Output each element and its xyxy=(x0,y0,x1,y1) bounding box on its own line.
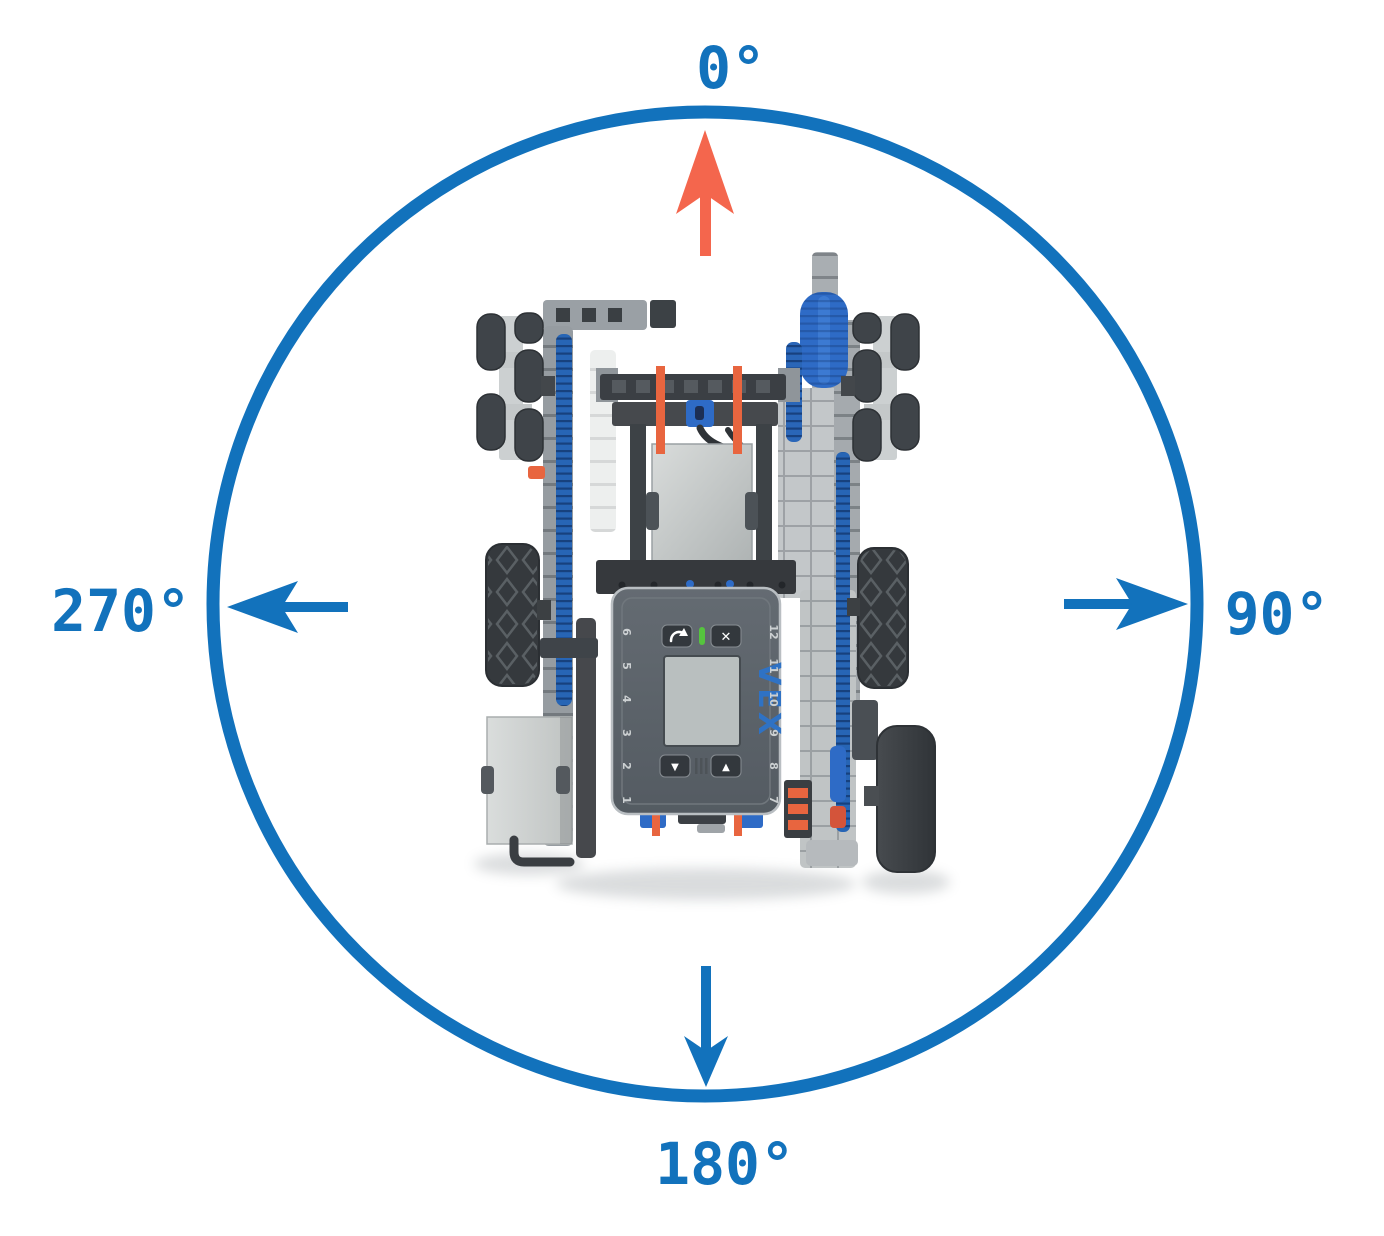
robot-shadows xyxy=(474,853,950,900)
svg-text:8: 8 xyxy=(767,762,780,770)
orange-pin-left xyxy=(528,466,545,479)
box-tab-left xyxy=(481,766,494,794)
check-swoosh-icon-tip xyxy=(679,628,688,636)
label-270-degrees: 270° xyxy=(51,577,191,645)
svg-text:9: 9 xyxy=(767,729,780,737)
tread-wheel-left xyxy=(485,543,551,687)
axle-stub xyxy=(537,600,551,620)
red-block-right xyxy=(830,806,846,828)
battery-tab xyxy=(745,492,758,530)
left-rail xyxy=(630,424,646,576)
port-numbers-right: 12 11 10 9 8 7 xyxy=(767,624,780,803)
x-icon: ✕ xyxy=(721,630,732,645)
axle-stub xyxy=(541,376,555,396)
brain-button-down[interactable] xyxy=(659,754,691,778)
svg-text:10: 10 xyxy=(767,691,780,707)
battery-box xyxy=(651,443,753,567)
orange-pin-bottom xyxy=(734,810,742,836)
label-90-degrees: 90° xyxy=(1225,580,1330,648)
up-triangle-icon: ▲ xyxy=(722,762,730,773)
compass-circle xyxy=(206,105,1204,1103)
label-0-degrees: 0° xyxy=(696,34,766,102)
brain-button-x[interactable] xyxy=(710,624,742,648)
button-divider xyxy=(695,758,708,774)
svg-text:2: 2 xyxy=(620,762,633,770)
orange-sprocket-teeth xyxy=(788,788,808,830)
tread-wheel-right xyxy=(847,547,909,689)
orange-pin-bottom xyxy=(652,810,660,836)
brain-screen xyxy=(663,655,741,747)
svg-text:12: 12 xyxy=(767,624,780,639)
right-rail xyxy=(756,424,772,576)
robot-brain: ✕ VEX ▼ ▲ 6 5 4 3 2 1 xyxy=(610,586,786,816)
down-triangle-icon: ▼ xyxy=(671,762,679,773)
axle-stub xyxy=(847,598,860,616)
port-numbers-left: 6 5 4 3 2 1 xyxy=(620,628,633,804)
heading-arrow-up-icon xyxy=(676,130,734,256)
down-arrow-icon xyxy=(684,966,728,1087)
omni-wheel-front-right xyxy=(841,312,920,462)
omni-wheel-front-left xyxy=(476,312,555,462)
vex-logo: VEX xyxy=(751,662,786,738)
slick-wheel-rear-right xyxy=(852,700,936,873)
axle-stub xyxy=(841,376,855,396)
svg-text:7: 7 xyxy=(767,796,780,804)
box-tab-right xyxy=(556,766,570,794)
svg-text:1: 1 xyxy=(620,796,633,804)
svg-text:11: 11 xyxy=(767,658,780,673)
blue-clip-right xyxy=(830,746,846,802)
axle-bar-left xyxy=(540,638,598,658)
orange-pin-center xyxy=(733,366,742,454)
orange-pin-center xyxy=(656,366,665,454)
right-arrow-icon xyxy=(1064,578,1188,630)
handle-loop xyxy=(509,835,575,867)
svg-text:3: 3 xyxy=(620,729,633,737)
bar-above-brain xyxy=(596,560,796,594)
battery-tab xyxy=(646,492,659,530)
wheel-bracket xyxy=(852,700,878,760)
center-assembly xyxy=(596,366,800,836)
left-arrow-icon xyxy=(227,581,348,633)
label-180-degrees: 180° xyxy=(655,1130,795,1198)
svg-text:5: 5 xyxy=(620,662,633,670)
svg-text:4: 4 xyxy=(620,695,633,703)
dark-frame-bar xyxy=(576,618,596,858)
brain-button-up[interactable] xyxy=(710,754,742,778)
robot-top-view: ✕ VEX ▼ ▲ 6 5 4 3 2 1 xyxy=(474,252,950,900)
brain-led xyxy=(699,627,705,645)
bumper-box-rear-left xyxy=(481,716,575,867)
beam-cap xyxy=(806,840,858,866)
svg-text:6: 6 xyxy=(620,628,633,636)
axle-stub xyxy=(864,786,879,806)
